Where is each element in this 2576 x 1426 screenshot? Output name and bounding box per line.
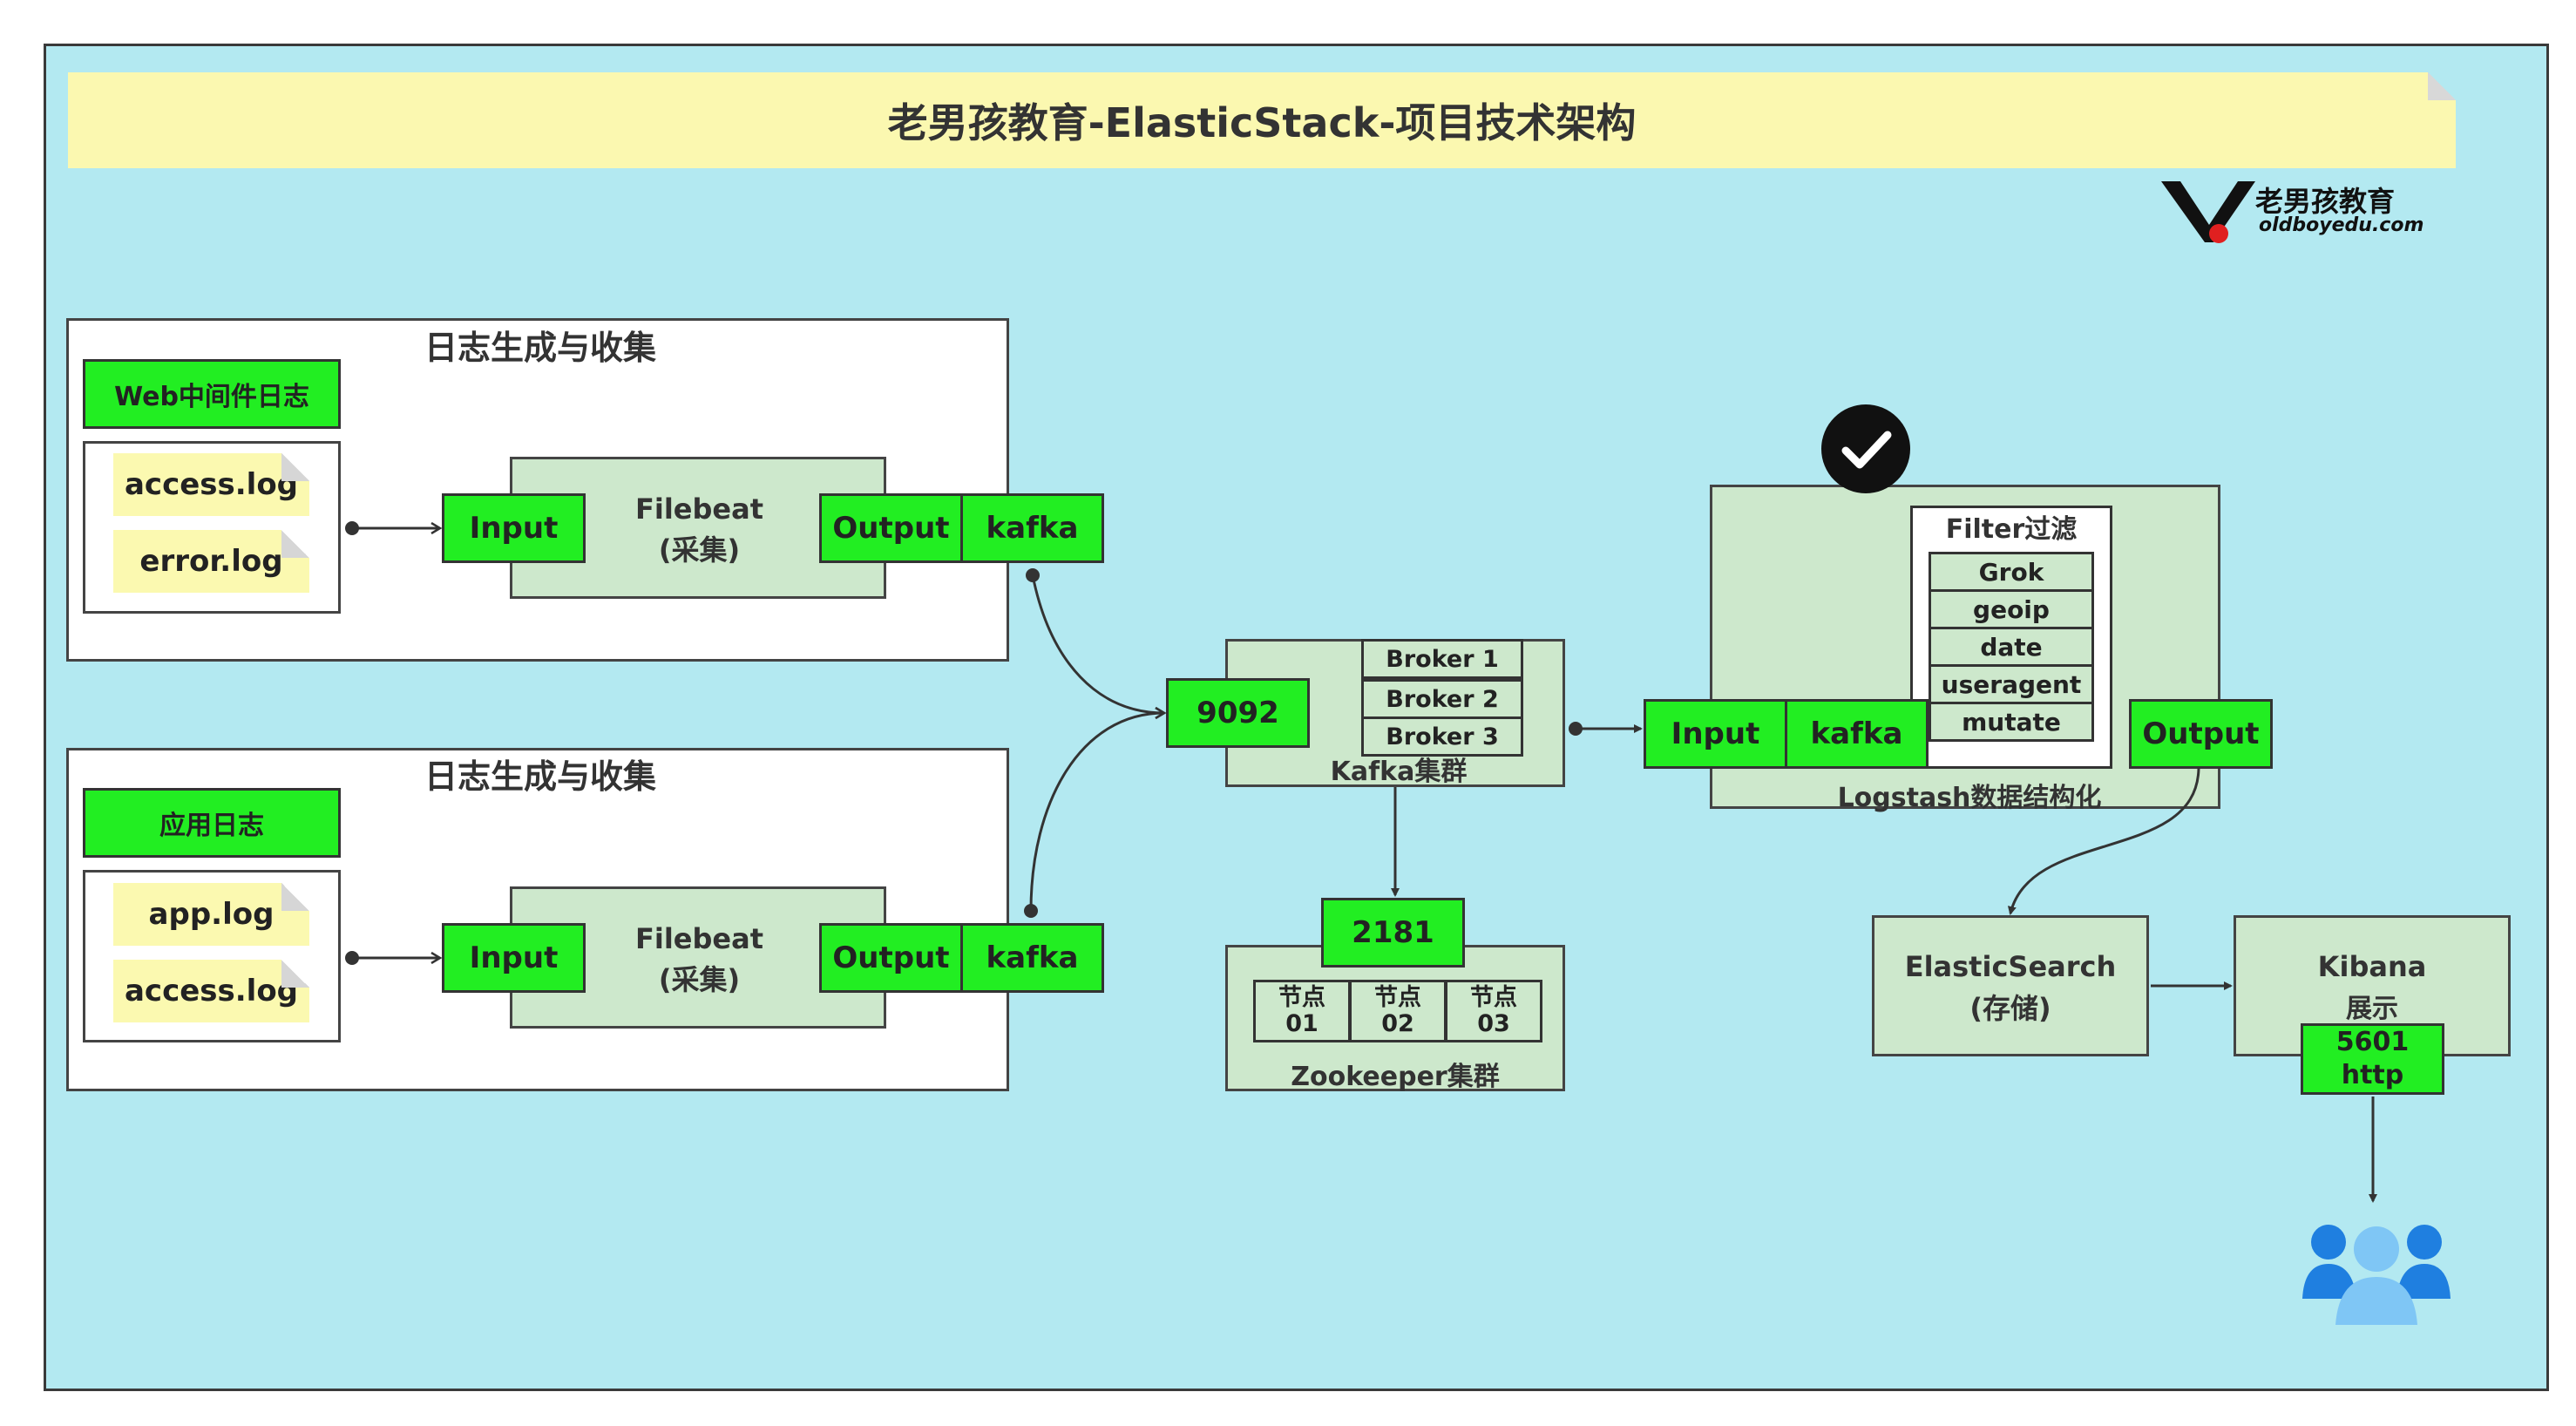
kibana-sub: 展示	[2346, 994, 2398, 1024]
filter-item: date	[1929, 627, 2094, 667]
collection-group-1-title: 日志生成与收集	[424, 329, 656, 367]
users-icon	[2302, 1216, 2451, 1334]
zookeeper-node-label: 节点	[1278, 984, 1325, 1011]
logo-name: 老男孩教育	[2255, 185, 2396, 218]
filebeat-input-port: Input	[442, 493, 586, 563]
zookeeper-port-2181: 2181	[1321, 898, 1465, 968]
connector-dot	[345, 951, 359, 965]
filter-item: geoip	[1929, 589, 2094, 629]
log-file-note: access.log	[113, 960, 309, 1022]
logstash-label: Logstash数据结构化	[1837, 783, 2102, 813]
note-fold-corner	[281, 960, 309, 988]
kibana-name: Kibana	[2317, 950, 2427, 983]
kafka-cluster-label: Kafka集群	[1330, 757, 1468, 787]
connector-dot	[1026, 568, 1040, 582]
elasticsearch-sub: (存储)	[1969, 992, 2051, 1025]
connector-dot	[1024, 904, 1038, 918]
filebeat-output-port: Output	[819, 923, 963, 993]
zookeeper-node-number: 01	[1285, 1010, 1319, 1037]
connector-dot	[1569, 722, 1583, 736]
zookeeper-node-number: 02	[1381, 1010, 1414, 1037]
zookeeper-cluster-label: Zookeeper集群	[1291, 1062, 1500, 1092]
broker-item: Broker 3	[1361, 716, 1523, 757]
filebeat-name: Filebeat	[635, 492, 763, 526]
filebeat-sub: (采集)	[658, 963, 741, 996]
source-label-web: Web中间件日志	[83, 359, 341, 429]
filebeat-input-port: Input	[442, 923, 586, 993]
connector-logstash-to-es	[2007, 768, 2200, 915]
log-file-note: app.log	[113, 883, 309, 946]
connector-kafka1-to-cluster	[1031, 574, 1164, 713]
logstash-kafka-port: kafka	[1785, 699, 1929, 769]
filter-item: mutate	[1929, 702, 2094, 742]
oldboy-logo: 老男孩教育 oldboyedu.com	[2161, 174, 2423, 253]
filebeat-name: Filebeat	[635, 922, 763, 955]
filebeat-kafka-port: kafka	[960, 493, 1104, 563]
elasticsearch-name: ElasticSearch	[1904, 950, 2117, 983]
zookeeper-node-label: 节点	[1374, 984, 1421, 1011]
connector-dot	[345, 521, 359, 535]
kibana-port: 5601 http	[2301, 1023, 2444, 1095]
note-fold-corner	[281, 883, 309, 911]
kibana-port-number: 5601	[2335, 1027, 2410, 1057]
kafka-port-9092: 9092	[1166, 678, 1310, 748]
filebeat-sub: (采集)	[658, 533, 741, 567]
log-file-note: error.log	[113, 530, 309, 593]
title-fold-corner	[2428, 72, 2456, 100]
filebeat-output-port: Output	[819, 493, 963, 563]
logo-url: oldboyedu.com	[2259, 214, 2424, 236]
logstash-input-port: Input	[1644, 699, 1787, 769]
note-fold-corner	[281, 530, 309, 558]
collection-group-2-title: 日志生成与收集	[424, 757, 656, 796]
page-title: 老男孩教育-ElasticStack-项目技术架构	[68, 72, 2456, 168]
broker-item: Broker 1	[1361, 639, 1523, 679]
zookeeper-node-label: 节点	[1470, 984, 1517, 1011]
log-file-note: access.log	[113, 453, 309, 516]
note-fold-corner	[281, 453, 309, 481]
source-label-app: 应用日志	[83, 788, 341, 858]
kibana-port-protocol: http	[2341, 1060, 2404, 1090]
check-icon	[1820, 403, 1912, 495]
logo-v-icon	[2161, 181, 2255, 243]
connector-kafka2-to-cluster	[1029, 713, 1164, 912]
zookeeper-node-number: 03	[1477, 1010, 1510, 1037]
zookeeper-node: 节点 03	[1445, 980, 1542, 1042]
filter-item: useragent	[1929, 664, 2094, 704]
elasticsearch-box	[1872, 915, 2149, 1056]
filebeat-kafka-port: kafka	[960, 923, 1104, 993]
filter-title: Filter过滤	[1945, 514, 2078, 545]
logstash-output-port: Output	[2129, 699, 2273, 769]
